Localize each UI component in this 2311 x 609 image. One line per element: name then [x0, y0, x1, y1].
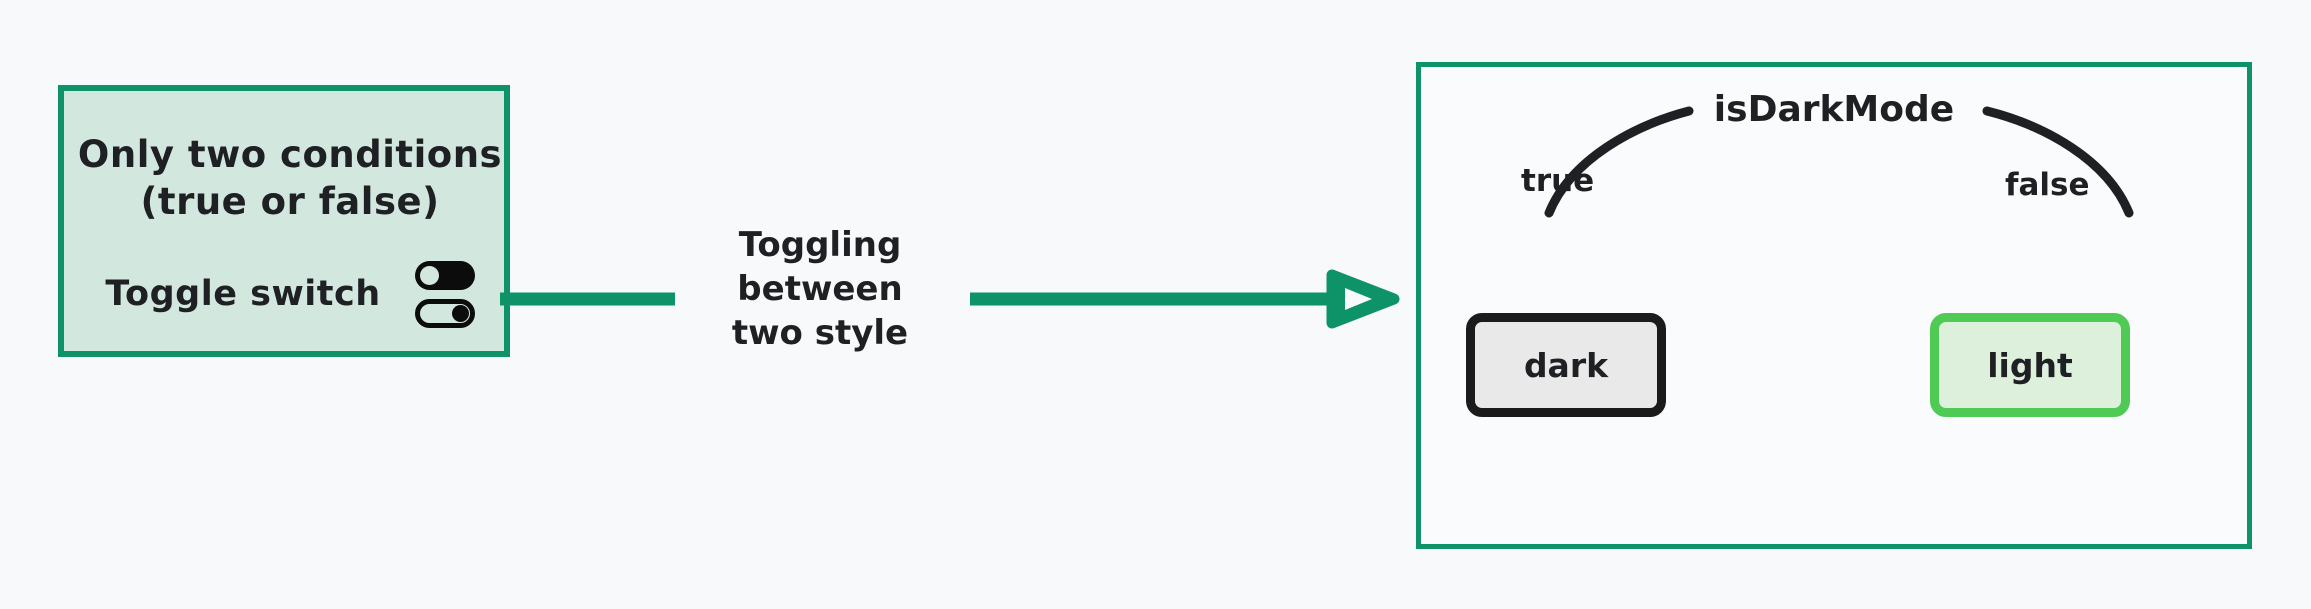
false-condition-label: false: [2005, 167, 2090, 203]
isdarkmode-panel: isDarkMode true false dark light: [1416, 62, 2252, 549]
connector-group: Toggling between two style: [500, 215, 1420, 445]
branch-arrows-svg: [1544, 106, 2134, 410]
dark-mode-box[interactable]: dark: [1466, 313, 1666, 417]
toggle-switch-row: Toggle switch: [64, 259, 516, 328]
conditions-heading-line1: Only two conditions: [77, 133, 503, 176]
toggle-off-icon[interactable]: [414, 299, 475, 328]
connector-arrow-svg: [500, 269, 1400, 329]
dark-mode-box-label: dark: [1523, 345, 1609, 385]
toggle-switch-label: Toggle switch: [105, 273, 381, 314]
toggle-off-knob: [451, 305, 469, 322]
connector-label-line1: Toggling: [738, 225, 902, 265]
toggle-on-knob: [419, 266, 439, 285]
conditions-heading-line2: (true or false): [140, 180, 440, 224]
arrow-head-inner-notch: [1345, 288, 1372, 310]
connector-label: Toggling between two style: [690, 223, 950, 356]
isdarkmode-variable-label: isDarkMode: [1713, 89, 1955, 130]
light-mode-box-label: light: [1987, 345, 2073, 385]
light-mode-box[interactable]: light: [1930, 313, 2130, 417]
arc-right-segment: [1982, 106, 2134, 218]
arc-left-segment: [1544, 106, 1694, 218]
toggle-on-icon[interactable]: [414, 261, 475, 290]
connector-label-line2: between: [737, 269, 903, 310]
true-condition-label: true: [1521, 163, 1595, 199]
conditions-panel: Only two conditions (true or false) Togg…: [58, 85, 510, 357]
conditions-heading: Only two conditions (true or false): [64, 131, 516, 226]
toggle-switch-icon[interactable]: [414, 261, 475, 328]
connector-label-line3: two style: [731, 313, 909, 354]
